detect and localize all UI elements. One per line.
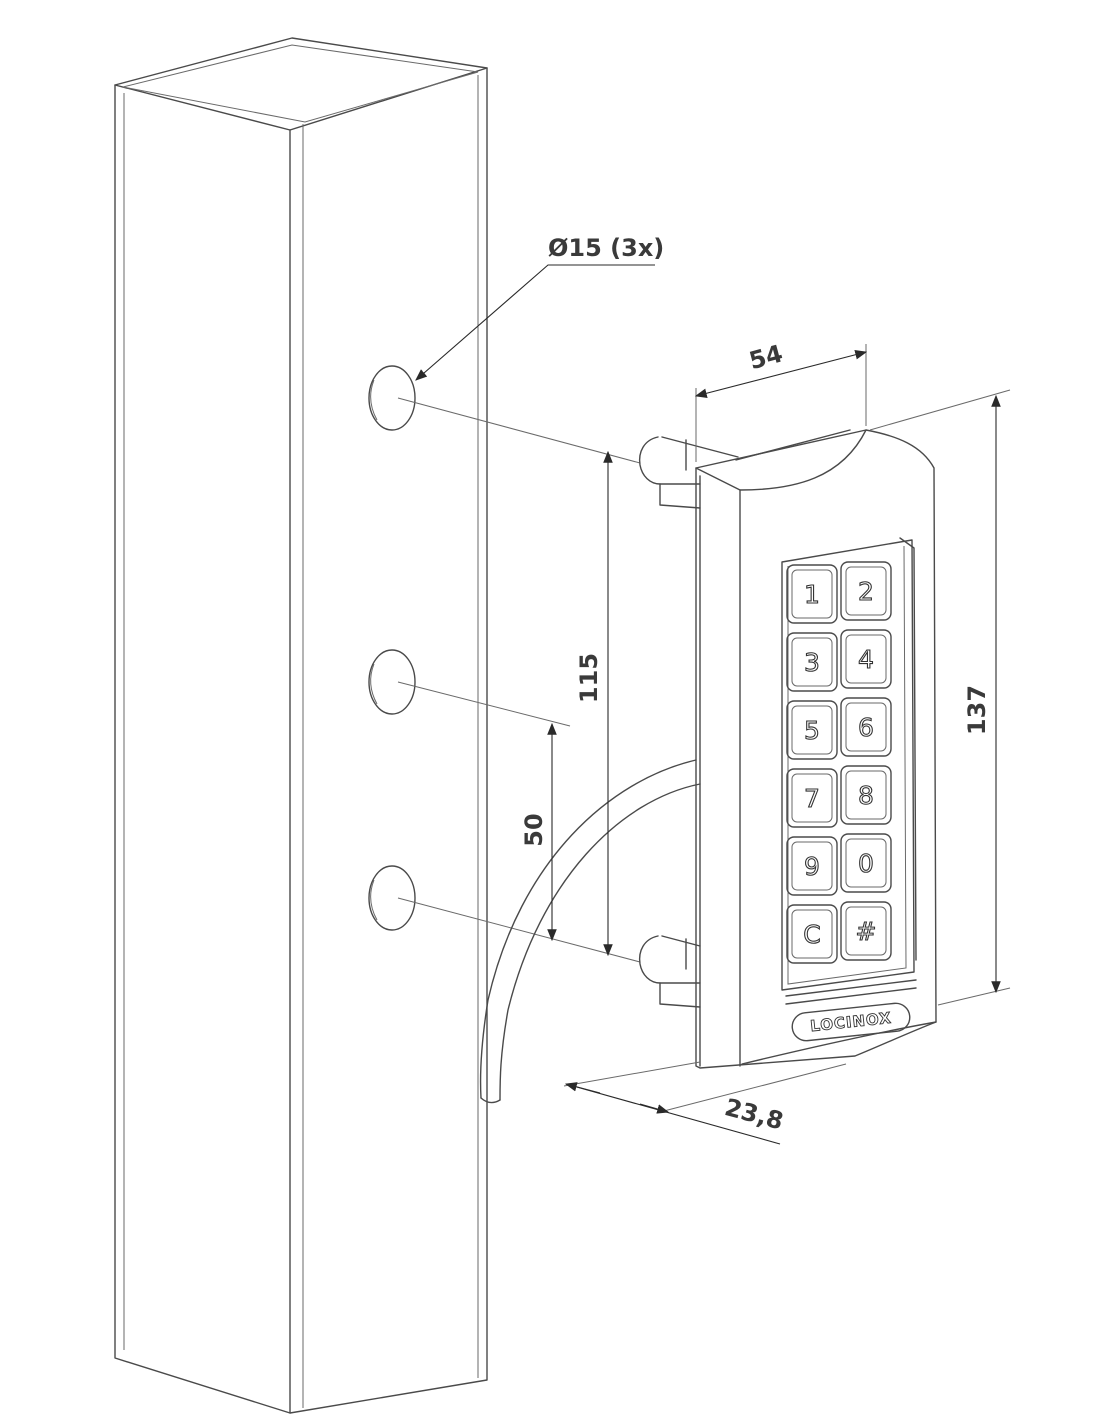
key-label: #	[856, 917, 877, 946]
key-label: 2	[858, 577, 874, 606]
key-label: 6	[858, 713, 874, 742]
key-1: 1	[786, 564, 838, 624]
hole-diameter-label: Ø15 (3x)	[548, 234, 664, 262]
key-label: C	[803, 920, 820, 949]
brand-plate: LOCINOX	[791, 1002, 911, 1042]
key-label: 5	[804, 716, 820, 745]
key-label: 9	[804, 852, 820, 881]
height-label: 137	[963, 685, 991, 735]
key-label: 8	[858, 781, 874, 810]
dimension-height: 137	[869, 389, 1011, 1006]
dimension-width: 54	[694, 339, 868, 462]
key-hash: #	[840, 901, 892, 961]
key-0: 0	[840, 833, 892, 893]
keypad-housing	[695, 429, 937, 1069]
key-4: 4	[840, 629, 892, 689]
mounting-holes	[368, 365, 416, 931]
width-label: 54	[746, 339, 786, 375]
key-label: 1	[804, 580, 820, 609]
key-9: 9	[786, 836, 838, 896]
inner-spacing-label: 50	[520, 813, 548, 846]
cable	[479, 759, 701, 1104]
key-5: 5	[786, 700, 838, 760]
keypad-keys: 1 2 3 4 5 6 7 8 9 0C #	[786, 561, 892, 964]
depth-label: 23,8	[722, 1093, 786, 1135]
key-label: 7	[804, 784, 820, 813]
square-post	[114, 37, 488, 1414]
dimension-inner-spacing: 50	[520, 722, 557, 942]
key-label: 0	[858, 849, 874, 878]
projection-lines	[397, 397, 641, 963]
key-8: 8	[840, 765, 892, 825]
brand-logo: LOCINOX	[809, 1009, 892, 1035]
outer-spacing-label: 115	[575, 653, 603, 703]
key-7: 7	[786, 768, 838, 828]
dimension-depth: 23,8	[563, 1061, 847, 1145]
key-label: 3	[804, 648, 820, 677]
key-3: 3	[786, 632, 838, 692]
key-6: 6	[840, 697, 892, 757]
dimension-outer-spacing: 115	[575, 450, 613, 957]
mounting-studs	[638, 436, 739, 1008]
dimension-hole-diameter: Ø15 (3x)	[415, 234, 664, 381]
key-2: 2	[840, 561, 892, 621]
key-c: C	[786, 904, 838, 964]
key-label: 4	[858, 645, 874, 674]
